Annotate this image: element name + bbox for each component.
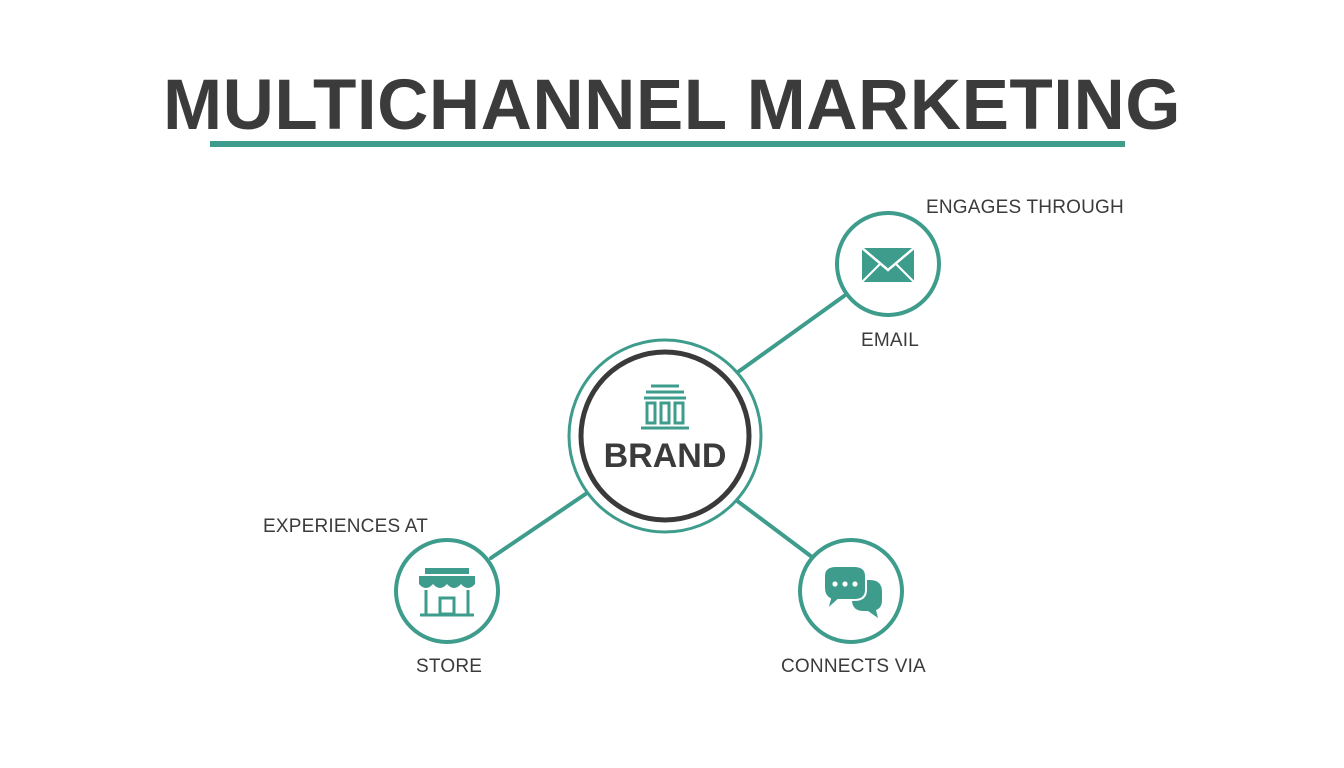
- email-node: [835, 211, 941, 317]
- store-relation-label: EXPERIENCES AT: [263, 516, 429, 537]
- building-icon: [641, 384, 689, 430]
- connector-brand-chat: [734, 498, 814, 559]
- email-relation-label: ENGAGES THROUGH: [926, 197, 1124, 218]
- chat-label: CONNECTS VIA: [781, 656, 926, 677]
- email-label: EMAIL: [861, 330, 920, 351]
- connector-brand-email: [736, 294, 846, 374]
- store-node: [394, 538, 500, 644]
- chat-bubbles-icon: [823, 565, 882, 618]
- page-title: MULTICHANNEL MARKETING: [162, 66, 1182, 145]
- brand-label: BRAND: [603, 437, 727, 475]
- storefront-icon: [419, 568, 475, 617]
- title-underline: [210, 141, 1125, 147]
- brand-node: [567, 338, 763, 534]
- store-label: STORE: [416, 656, 483, 677]
- envelope-icon: [861, 247, 915, 283]
- chat-node: [798, 538, 904, 644]
- connector-brand-store: [489, 491, 589, 560]
